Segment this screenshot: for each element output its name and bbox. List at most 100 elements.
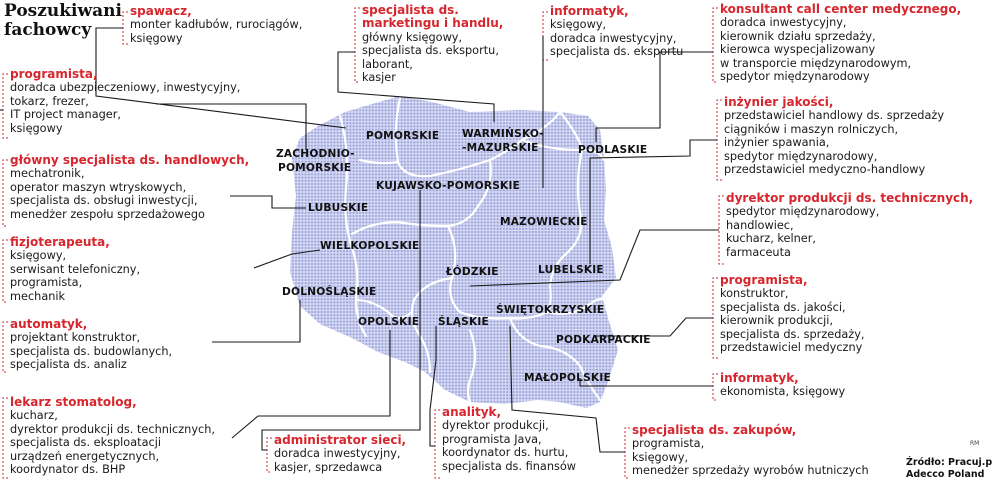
job-box-heading: programista, [10,67,98,81]
job-box-heading: dyrektor produkcji ds. technicznych, [726,191,974,205]
job-item: specjalista ds. obsługi inwestycji, [10,194,198,208]
job-item: kucharz, [10,409,58,423]
job-item: kasjer, sprzedawca [274,460,383,474]
job-item: spedytor międzynarodowy [720,70,870,84]
region-label-podkarpackie: PODKARPACKIE [556,334,651,346]
job-item: doradca inwestycyjny, [720,16,847,30]
job-item: programista, [10,276,83,290]
region-label-opolskie: OPOLSKIE [358,316,420,328]
job-box-heading: fizjoterapeuta, [10,235,110,249]
region-label-malopolskie: MAŁOPOLSKIE [524,372,611,384]
job-item: księgowy, [10,249,67,263]
job-item: menedżer zespołu sprzedażowego [10,207,205,221]
region-borders [338,96,612,404]
job-box-warminsko-mazurskie: specjalista ds. marketingu i handlu, głó… [362,3,504,85]
job-item: operator maszyn wtryskowych, [10,180,187,194]
job-item: doradca inwestycyjny, [550,31,677,45]
region-label-wielkopolskie: WIELKOPOLSKIE [320,240,420,252]
region-label-podlaskie: PODLASKIE [578,144,648,156]
job-box-heading: lekarz stomatolog, [10,395,137,409]
job-box-heading: informatyk, [720,371,799,385]
job-item: doradca ubezpieczeniowy, inwestycyjny, [10,81,241,95]
job-item: projektant konstruktor, [10,331,141,345]
job-item: spedytor międzynarodowy, [724,149,878,163]
job-item: ekonomista, księgowy [720,385,846,399]
job-item: specjalista ds. analiz [10,358,127,372]
region-label-lubelskie: LUBELSKIE [538,264,604,276]
job-box-slaskie: analityk, dyrektor produkcji, programist… [442,405,577,473]
job-box-heading: konsultant call center medycznego, [720,2,962,16]
job-box-swietokrzyskie: specjalista ds. zakupów, programista, ks… [632,423,869,478]
job-item: programista, [632,437,705,451]
source-line: Adecco Poland [906,469,985,480]
job-box-zachodniopomorskie: programista, doradca ubezpieczeniowy, in… [10,67,241,135]
job-box-heading: informatyk, [550,4,629,18]
job-item: handlowiec, [726,218,794,232]
job-item: mechatronik, [10,167,85,181]
job-box-lodzkie: dyrektor produkcji ds. technicznych, spe… [726,191,974,259]
job-item: laborant, [362,57,413,71]
job-item: doradca inwestycyjny, [274,447,401,461]
job-item: urządzeń energetycznych, [10,449,160,463]
job-item: kierownik działu sprzedaży, [720,29,876,43]
job-item: mechanik [10,289,66,303]
author-credit: RM [970,440,980,447]
job-box-heading: analityk, [442,405,502,419]
job-box-lubelskie: inżynier jakości, przedstawiciel handlow… [724,95,945,176]
job-item: koordynator ds. hurtu, [442,446,569,460]
page-title: Poszukiwani fachowcy [4,1,122,40]
job-box-heading: specjalista ds. [362,3,459,17]
job-item: koordynator ds. BHP [10,463,126,477]
job-item: księgowy, [550,18,607,32]
job-item: ciągników i maszyn rolniczych, [724,122,899,136]
job-box-heading: administrator sieci, [274,433,407,447]
source-line: Źródło: Pracuj.pl, [906,457,992,468]
region-label-lubuskie: LUBUSKIE [308,202,369,214]
job-item: specjalista ds. jakości, [720,300,846,314]
job-item: księgowy [130,31,183,45]
region-label-dolnoslaskie: DOLNOŚLĄSKIE [282,286,377,298]
job-box-wielkopolskie: fizjoterapeuta, księgowy, serwisant tele… [10,235,141,303]
job-item: specjalista ds. budowlanych, [10,344,173,358]
region-label-warminsko-1: WARMIŃSKO- [462,128,544,140]
job-item: księgowy [10,121,63,135]
job-item: główny księgowy, [362,30,463,44]
job-box-slaskie-admin: administrator sieci, doradca inwestycyjn… [274,433,407,474]
region-label-warminsko-2: -MAZURSKIE [462,142,539,154]
job-item: menedżer sprzedaży wyrobów hutniczych [632,464,869,478]
job-box-pomorskie: spawacz, monter kadłubów, rurociągów, ks… [130,4,303,45]
job-box-opolskie: lekarz stomatolog, kucharz, dyrektor pro… [10,395,215,477]
job-item: tokarz, frezer, [10,94,89,108]
job-item: kasjer [362,71,396,85]
job-item: IT project manager, [10,108,121,122]
job-item: kucharz, kelner, [726,232,816,246]
region-label-zachodnio-2: POMORSKIE [278,162,352,174]
job-item: programista Java, [442,432,542,446]
job-item: inżynier spawania, [724,136,830,150]
region-label-kujawsko-pomorskie: KUJAWSKO-POMORSKIE [376,180,521,192]
job-box-malopolskie: informatyk, ekonomista, księgowy [720,371,846,399]
region-label-pomorskie: POMORSKIE [366,130,440,142]
region-label-zachodnio-1: ZACHODNIO- [276,148,355,160]
job-box-heading: główny specjalista ds. handlowych, [10,153,250,167]
job-item: przedstawiciel handlowy ds. sprzedaży [724,109,945,123]
job-item: monter kadłubów, rurociągów, [130,18,303,32]
job-box-podkarpackie: programista, konstruktor, specjalista ds… [720,273,865,355]
job-item: dyrektor produkcji, [442,419,549,433]
job-item: przedstawiciel medyczny [720,341,863,355]
job-item: specjalista ds. eksportu, [362,44,499,58]
job-item: serwisant telefoniczny, [10,262,141,276]
region-label-slaskie: ŚLĄSKIE [438,316,489,328]
connector-lines [0,27,719,453]
job-box-dolnoslaskie: automatyk, projektant konstruktor, specj… [10,317,173,372]
job-box-heading: programista, [720,273,808,287]
region-label-swietokrzyskie: ŚWIĘTOKRZYSKIE [496,304,605,316]
job-item: dyrektor produkcji ds. technicznych, [10,422,215,436]
job-box-lubuskie: główny specjalista ds. handlowych, mecha… [10,153,250,221]
job-item: kierowca wyspecjalizowany [720,43,876,57]
source-note: Źródło: Pracuj.pl, Adecco Poland [906,457,992,481]
job-item: specjalista ds. finansów [442,459,577,473]
job-box-heading: marketingu i handlu, [362,16,504,31]
job-item: księgowy, [632,450,689,464]
